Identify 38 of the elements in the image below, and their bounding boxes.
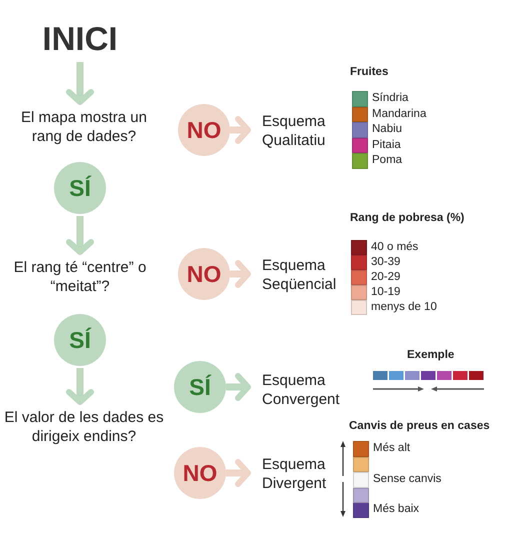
legend-text: Síndria — [372, 91, 408, 106]
arrow — [230, 116, 251, 144]
legend-title: Rang de pobresa (%) — [350, 212, 464, 224]
arrow — [66, 62, 94, 105]
legend-title: Fruites — [350, 66, 388, 78]
question-text: El valor de les dades es dirigeix endins? — [3, 408, 165, 446]
legend-text: 20-29 — [371, 270, 400, 285]
result-text: Esquema Seqüencial — [262, 256, 338, 294]
yes-circle: SÍ — [54, 314, 106, 366]
legend-text: Més baix — [373, 502, 420, 517]
question-text: El rang té “centre” o “meitat”? — [12, 258, 148, 296]
legend-text: menys de 10 — [371, 300, 437, 315]
legend-text: Sense canvis — [373, 472, 442, 487]
no-circle: NO — [174, 447, 226, 499]
legend-text: Més alt — [373, 441, 410, 456]
result-text: Esquema Convergent — [262, 371, 341, 409]
arrow — [66, 368, 94, 405]
yes-circle: SÍ — [174, 361, 226, 413]
legend-title: Exemple — [407, 349, 454, 361]
arrow — [66, 216, 94, 255]
legend-text: Nabiu — [372, 122, 402, 137]
legend-text: 10-19 — [371, 285, 400, 300]
result-text: Esquema Divergent — [262, 455, 328, 493]
legend-text: Poma — [372, 153, 402, 168]
legend-text: Pitaia — [372, 138, 401, 152]
arrow — [230, 260, 251, 288]
result-text: Esquema Qualitatiu — [262, 112, 326, 150]
legend-text: 40 o més — [371, 240, 418, 255]
no-circle: NO — [178, 104, 230, 156]
arrow — [226, 373, 251, 401]
yes-circle: SÍ — [54, 162, 106, 214]
start-label: INICI — [42, 20, 118, 58]
no-circle: NO — [178, 248, 230, 300]
question-text: El mapa mostra un rang de dades? — [20, 108, 148, 146]
legend-text: 30-39 — [371, 255, 400, 270]
legend-title: Canvis de preus en cases — [349, 420, 490, 432]
arrow — [226, 459, 251, 487]
legend-text: Mandarina — [372, 106, 426, 122]
